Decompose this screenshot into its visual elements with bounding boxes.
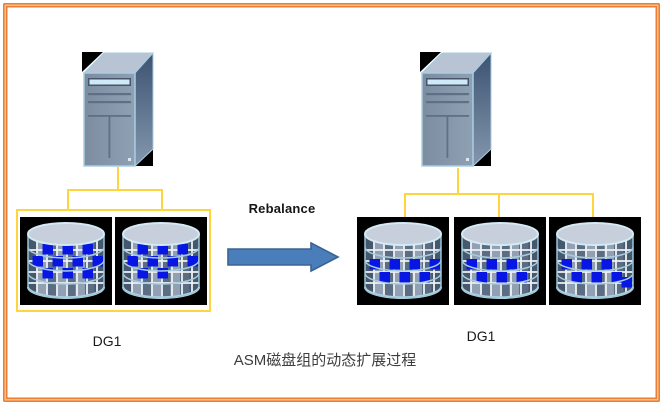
disk-icon — [357, 217, 449, 305]
server-icon — [420, 51, 493, 168]
right-group-label: DG1 — [466, 328, 496, 344]
rebalance-label: Rebalance — [248, 201, 316, 216]
disk-icon — [549, 217, 641, 305]
disk-icon — [20, 217, 112, 305]
server-icon — [82, 51, 155, 168]
disk-icon — [454, 217, 546, 305]
diagram-title: ASM磁盘组的动态扩展过程 — [233, 352, 417, 369]
rebalance-arrow-icon — [227, 241, 340, 273]
dg1-group-box — [16, 209, 211, 312]
disk-icon — [115, 217, 207, 305]
left-group-label: DG1 — [92, 333, 122, 349]
